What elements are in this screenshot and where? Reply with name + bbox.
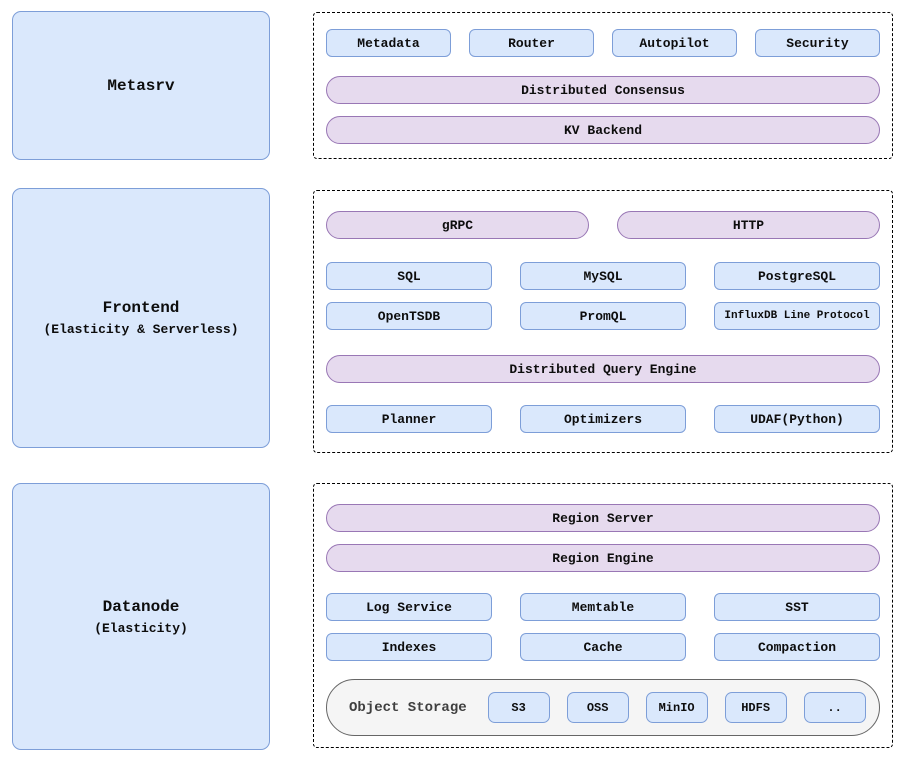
- storage-backend-hdfs: HDFS: [724, 692, 787, 723]
- component-planner: Planner: [326, 405, 492, 433]
- component-indexes: Indexes: [326, 633, 492, 661]
- component-cache: Cache: [520, 633, 686, 661]
- datanode-title: Datanode: [102, 597, 180, 616]
- component-udaf-python: UDAF(Python): [714, 405, 880, 433]
- frontend-protocol-pills-row: gRPC HTTP: [326, 211, 880, 239]
- component-influxdb-line-protocol: InfluxDB Line Protocol: [714, 302, 880, 330]
- component-metadata: Metadata: [326, 29, 451, 57]
- datanode-components-row-1: Log Service Memtable SST: [326, 593, 880, 621]
- datanode-components-row-2: Indexes Cache Compaction: [326, 633, 880, 661]
- metasrv-node: Metasrv: [12, 11, 270, 160]
- object-storage-container: Object Storage S3 OSS MinIO HDFS ..: [326, 679, 880, 736]
- frontend-subtitle: (Elasticity & Serverless): [43, 322, 239, 337]
- frontend-protocols-row-1: SQL MySQL PostgreSQL: [326, 262, 880, 290]
- component-opentsdb: OpenTSDB: [326, 302, 492, 330]
- datanode-subtitle: (Elasticity): [94, 620, 188, 636]
- storage-backend-oss: OSS: [566, 692, 629, 723]
- frontend-node: Frontend (Elasticity & Serverless): [12, 188, 270, 448]
- metasrv-title: Metasrv: [107, 76, 175, 95]
- pill-distributed-query-engine: Distributed Query Engine: [326, 355, 880, 383]
- component-sql: SQL: [326, 262, 492, 290]
- pill-region-engine: Region Engine: [326, 544, 880, 572]
- pill-grpc: gRPC: [326, 211, 589, 239]
- component-memtable: Memtable: [520, 593, 686, 621]
- component-log-service: Log Service: [326, 593, 492, 621]
- component-sst: SST: [714, 593, 880, 621]
- component-compaction: Compaction: [714, 633, 880, 661]
- storage-backend-s3: S3: [487, 692, 550, 723]
- component-autopilot: Autopilot: [612, 29, 737, 57]
- frontend-panel: gRPC HTTP SQL MySQL PostgreSQL OpenTSDB …: [313, 190, 893, 453]
- component-router: Router: [469, 29, 594, 57]
- pill-kv-backend: KV Backend: [326, 116, 880, 144]
- component-promql: PromQL: [520, 302, 686, 330]
- storage-backend-minio: MinIO: [645, 692, 708, 723]
- metasrv-services-row: Metadata Router Autopilot Security: [326, 29, 880, 57]
- frontend-title: Frontend: [102, 299, 180, 317]
- component-optimizers: Optimizers: [520, 405, 686, 433]
- pill-region-server: Region Server: [326, 504, 880, 532]
- component-mysql: MySQL: [520, 262, 686, 290]
- metasrv-panel: Metadata Router Autopilot Security Distr…: [313, 12, 893, 159]
- component-postgresql: PostgreSQL: [714, 262, 880, 290]
- pill-http: HTTP: [617, 211, 880, 239]
- component-security: Security: [755, 29, 880, 57]
- object-storage-label: Object Storage: [349, 699, 467, 716]
- datanode-node: Datanode (Elasticity): [12, 483, 270, 750]
- frontend-protocols-row-2: OpenTSDB PromQL InfluxDB Line Protocol: [326, 302, 880, 330]
- frontend-engine-components-row: Planner Optimizers UDAF(Python): [326, 405, 880, 433]
- datanode-panel: Region Server Region Engine Log Service …: [313, 483, 893, 748]
- pill-distributed-consensus: Distributed Consensus: [326, 76, 880, 104]
- storage-backend-other: ..: [803, 692, 866, 723]
